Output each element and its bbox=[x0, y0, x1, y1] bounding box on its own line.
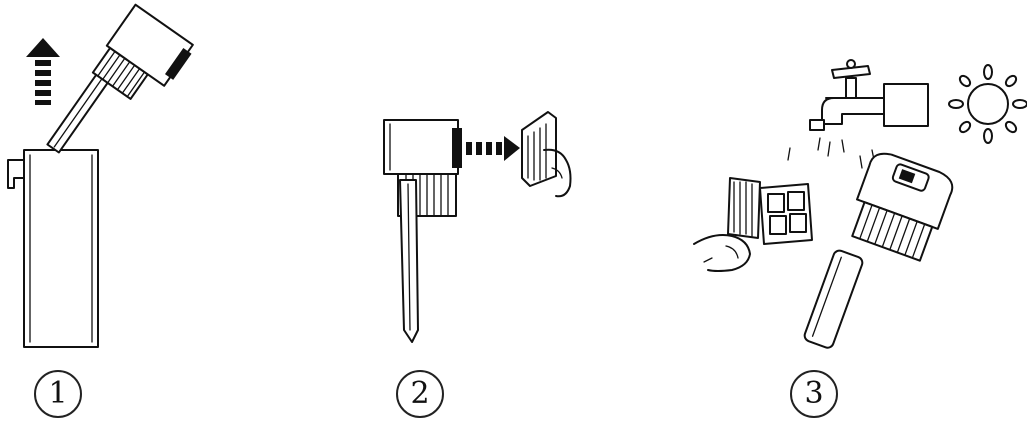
step-number-2: 2 bbox=[396, 370, 444, 418]
up-arrow-icon bbox=[26, 38, 60, 105]
sun-icon bbox=[949, 65, 1027, 143]
step-number-3: 3 bbox=[790, 370, 838, 418]
faucet-icon bbox=[788, 60, 928, 168]
filter-case-icon bbox=[8, 150, 98, 347]
hand-icon bbox=[694, 235, 750, 271]
right-arrow-icon bbox=[466, 136, 520, 161]
tube-icon bbox=[803, 249, 864, 349]
step3-illustration bbox=[694, 60, 1027, 349]
step-number-1-text: 1 bbox=[48, 376, 67, 411]
sponge-filter-icon bbox=[760, 184, 812, 244]
step1-illustration bbox=[8, 5, 196, 347]
brush-icon bbox=[728, 178, 760, 238]
step-number-2-text: 2 bbox=[410, 376, 429, 411]
step-number-3-text: 3 bbox=[804, 376, 823, 411]
step-number-1: 1 bbox=[34, 370, 82, 418]
step2-illustration bbox=[384, 112, 571, 342]
pump-head-icon bbox=[384, 120, 462, 342]
